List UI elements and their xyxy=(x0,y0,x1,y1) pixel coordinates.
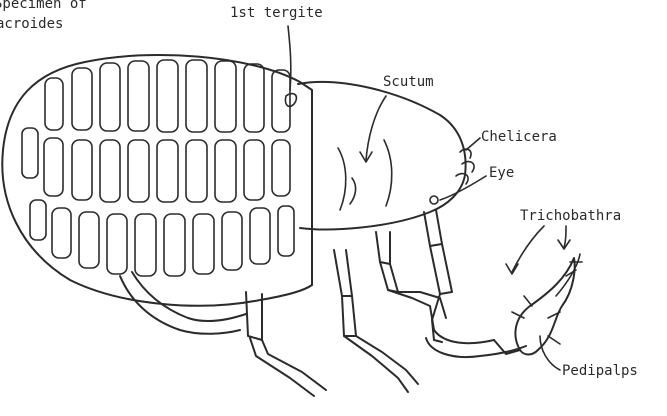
label-first-tergite-text: 1st tergite xyxy=(230,5,323,21)
label-chelicera-text: Chelicera xyxy=(481,129,557,145)
abdomen-segments-middle xyxy=(22,128,290,202)
caption-line-1: Specimen of xyxy=(0,0,87,12)
label-scutum-text: Scutum xyxy=(383,74,434,90)
label-chelicera: Chelicera xyxy=(466,129,557,150)
pedipalp xyxy=(426,254,582,357)
leader-trichobathra-2 xyxy=(564,226,566,248)
label-eye-text: Eye xyxy=(489,165,514,181)
leader-scutum xyxy=(366,96,386,160)
cephalothorax xyxy=(285,82,474,230)
label-pedipalps: Pedipalps xyxy=(540,336,638,379)
abdomen-segments-lower xyxy=(30,200,294,276)
label-eye: Eye xyxy=(440,165,514,200)
arrowhead-trichobathra-1 xyxy=(506,264,518,274)
leader-chelicera xyxy=(466,138,480,150)
abdomen-segments-upper xyxy=(45,60,290,132)
legs xyxy=(120,210,452,396)
label-pedipalps-text: Pedipalps xyxy=(562,363,638,379)
caption-line-2: acroides xyxy=(0,16,63,32)
label-trichobathra: Trichobathra xyxy=(506,208,621,274)
label-trichobathra-text: Trichobathra xyxy=(520,208,621,224)
abdomen xyxy=(2,55,312,306)
